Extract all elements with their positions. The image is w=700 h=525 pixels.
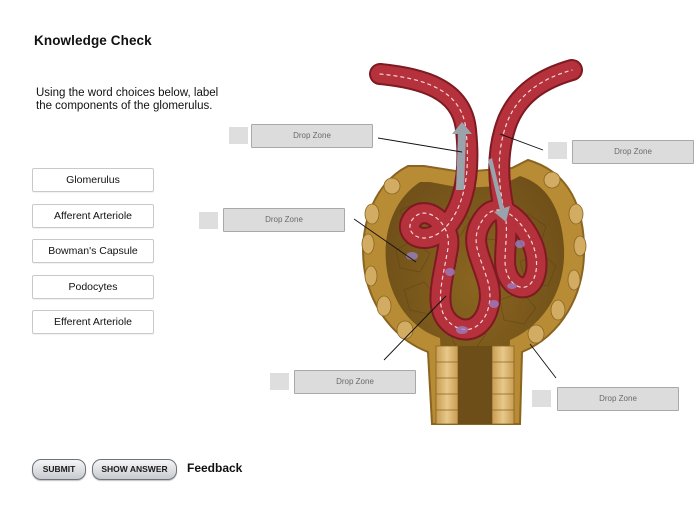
show-answer-button[interactable]: SHOW ANSWER xyxy=(92,459,177,480)
drop-zone-5-marker xyxy=(532,390,551,407)
choice-afferent-arteriole[interactable]: Afferent Arteriole xyxy=(32,204,154,228)
feedback-label: Feedback xyxy=(187,461,243,475)
drop-zone-2-marker xyxy=(548,142,567,159)
drop-zone-2[interactable]: Drop Zone xyxy=(572,140,694,164)
page-title: Knowledge Check xyxy=(34,33,152,48)
choice-efferent-arteriole[interactable]: Efferent Arteriole xyxy=(32,310,154,334)
submit-button[interactable]: SUBMIT xyxy=(32,459,86,480)
choice-podocytes[interactable]: Podocytes xyxy=(32,275,154,299)
drop-zone-4-marker xyxy=(270,373,289,390)
choice-bowmans-capsule[interactable]: Bowman's Capsule xyxy=(32,239,154,263)
drop-zone-4[interactable]: Drop Zone xyxy=(294,370,416,394)
drop-zone-3[interactable]: Drop Zone xyxy=(223,208,345,232)
drop-zone-1[interactable]: Drop Zone xyxy=(251,124,373,148)
choice-glomerulus[interactable]: Glomerulus xyxy=(32,168,154,192)
instructions-text: Using the word choices below, label the … xyxy=(36,87,219,112)
drop-zone-1-marker xyxy=(229,127,248,144)
drop-zone-3-marker xyxy=(199,212,218,229)
drop-zone-5[interactable]: Drop Zone xyxy=(557,387,679,411)
